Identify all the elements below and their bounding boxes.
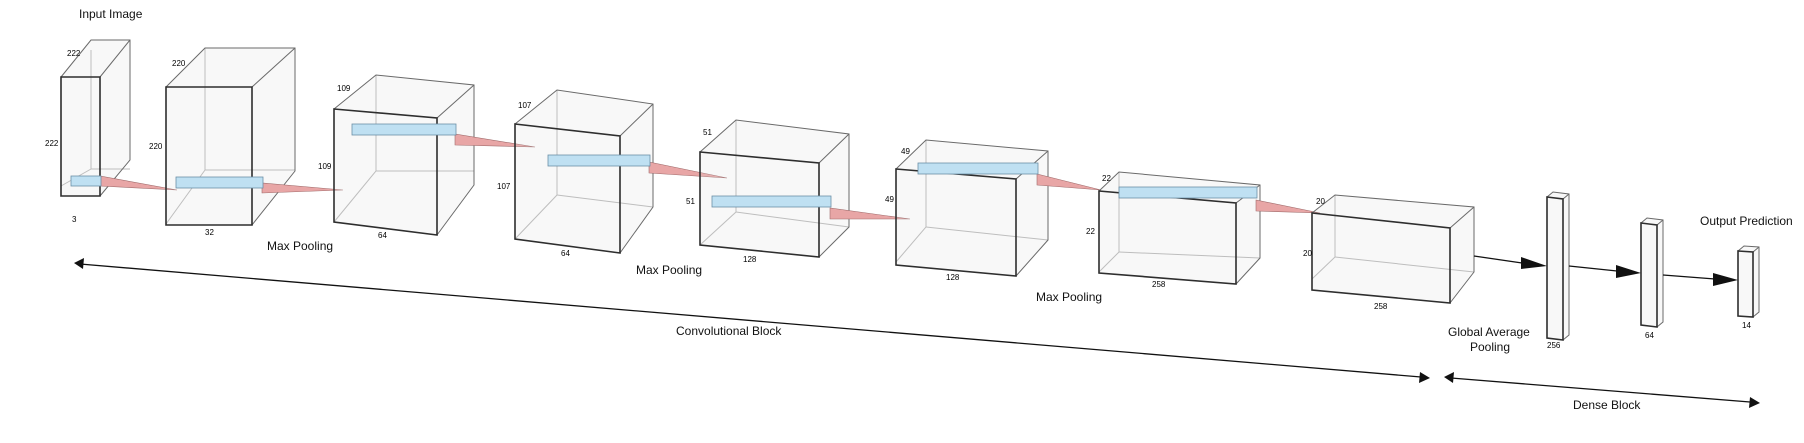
kernel-6 — [917, 162, 1102, 191]
global-average-pooling-label-line-2: Pooling — [1470, 340, 1510, 354]
connection-arrow-3 — [1662, 273, 1738, 286]
kernel-2 — [175, 176, 344, 194]
dense-block-bracket — [1444, 372, 1760, 408]
layer-3-depth-label: 64 — [378, 231, 387, 240]
layer-box-4 — [514, 89, 654, 254]
input-image-label: Input Image — [79, 7, 143, 21]
layer-2-height-label: 220 — [149, 142, 163, 151]
layer-5-height-label: 51 — [686, 197, 695, 206]
convolutional-block-label: Convolutional Block — [676, 324, 782, 338]
layer-7-height-label: 22 — [1086, 227, 1095, 236]
layer-1-height-label: 222 — [45, 139, 59, 148]
dense-column-3 — [1737, 245, 1760, 318]
layer-2-width-label: 220 — [172, 59, 186, 68]
layer-7-depth-label: 258 — [1152, 280, 1166, 289]
layer-7-width-label: 22 — [1102, 174, 1111, 183]
layer-4-depth-label: 64 — [561, 249, 570, 258]
layer-box-5 — [699, 119, 850, 258]
max-pooling-label-1: Max Pooling — [267, 239, 333, 253]
layer-box-7 — [1098, 171, 1261, 285]
connection-arrow-1 — [1473, 255, 1547, 269]
output-prediction-label: Output Prediction — [1700, 214, 1793, 228]
dense-column-1 — [1546, 191, 1570, 341]
dense-1-units-label: 256 — [1547, 341, 1561, 350]
layer-1-depth-label: 3 — [72, 215, 77, 224]
layer-6-depth-label: 128 — [946, 273, 960, 282]
global-average-pooling-label-line-1: Global Average — [1448, 325, 1530, 339]
layer-2-depth-label: 32 — [205, 228, 214, 237]
layer-6-height-label: 49 — [885, 195, 894, 204]
dense-3-units-label: 14 — [1742, 321, 1751, 330]
convolutional-block-bracket — [74, 258, 1430, 383]
layer-4-width-label: 107 — [518, 101, 532, 110]
kernel-4 — [547, 154, 728, 179]
layer-3-width-label: 109 — [337, 84, 351, 93]
layer-8-height-label: 20 — [1303, 249, 1312, 258]
layer-1-width-label: 222 — [67, 49, 81, 58]
layer-box-2 — [165, 47, 296, 226]
layer-6-width-label: 49 — [901, 147, 910, 156]
layer-box-3 — [333, 74, 475, 236]
dense-2-units-label: 64 — [1645, 331, 1654, 340]
layer-3-height-label: 109 — [318, 162, 332, 171]
layer-4-height-label: 107 — [497, 182, 511, 191]
max-pooling-label-2: Max Pooling — [636, 263, 702, 277]
kernel-5 — [711, 195, 911, 220]
dense-block-label: Dense Block — [1573, 398, 1641, 412]
kernel-7 — [1118, 186, 1321, 214]
layer-5-depth-label: 128 — [743, 255, 757, 264]
max-pooling-label-3: Max Pooling — [1036, 290, 1102, 304]
layer-box-1 — [60, 39, 131, 197]
connection-arrow-2 — [1568, 265, 1641, 278]
layer-box-6 — [895, 139, 1049, 277]
layer-8-width-label: 20 — [1316, 197, 1325, 206]
layer-8-depth-label: 258 — [1374, 302, 1388, 311]
layer-box-8 — [1311, 194, 1475, 304]
kernel-1 — [70, 175, 178, 191]
layer-5-width-label: 51 — [703, 128, 712, 137]
dense-column-2 — [1640, 217, 1664, 328]
